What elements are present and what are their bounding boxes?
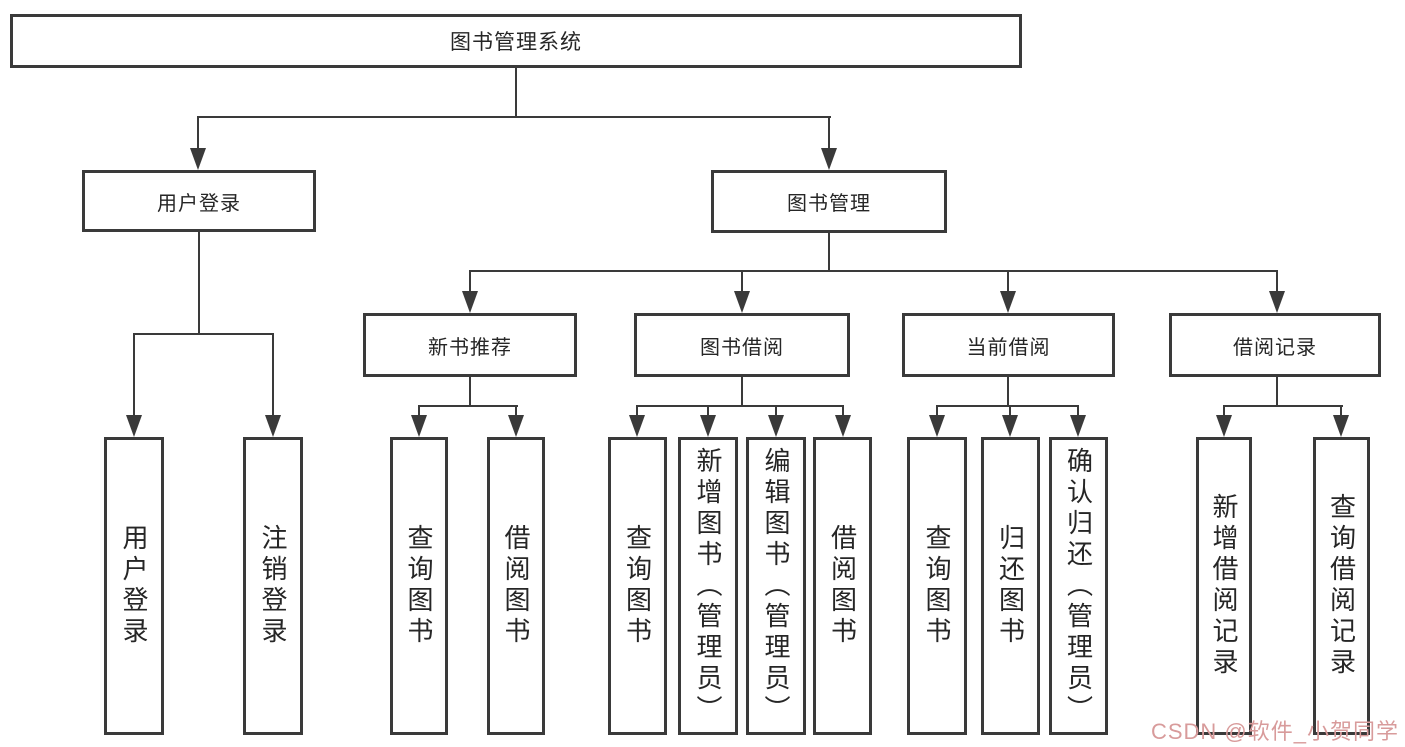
connector-line xyxy=(707,405,709,419)
leaf-box-borrow-books-recommend: 借阅图书 xyxy=(487,437,545,735)
leaf-box-query-books-borrowing: 查询图书 xyxy=(608,437,667,735)
connector-line xyxy=(197,116,831,118)
arrowhead-down-icon xyxy=(190,148,206,170)
leaf-box-add-books-admin: 新增图书（管理员） xyxy=(678,437,738,735)
leaf-box-query-borrow-record: 查询借阅记录 xyxy=(1313,437,1370,735)
connector-line xyxy=(272,333,274,419)
connector-line xyxy=(741,270,743,294)
arrowhead-down-icon xyxy=(265,415,281,437)
connector-line xyxy=(1276,377,1278,407)
arrowhead-down-icon xyxy=(1070,415,1086,437)
connector-line xyxy=(1276,270,1278,294)
arrowhead-down-icon xyxy=(768,415,784,437)
arrowhead-down-icon xyxy=(508,415,524,437)
connector-line xyxy=(1340,405,1342,419)
level3-box-book-borrowing: 图书借阅 xyxy=(634,313,850,377)
leaf-box-user-login: 用户登录 xyxy=(104,437,164,735)
arrowhead-down-icon xyxy=(1000,291,1016,313)
connector-line xyxy=(133,333,274,335)
connector-line xyxy=(1009,405,1011,419)
leaf-box-return-books: 归还图书 xyxy=(981,437,1040,735)
leaf-box-query-books-current: 查询图书 xyxy=(907,437,967,735)
connector-line xyxy=(1007,270,1009,294)
connector-line xyxy=(828,116,830,152)
connector-line xyxy=(1077,405,1079,419)
leaf-box-confirm-return-admin: 确认归还（管理员） xyxy=(1049,437,1108,735)
arrowhead-down-icon xyxy=(734,291,750,313)
connector-line xyxy=(1223,405,1225,419)
connector-line xyxy=(198,232,200,335)
connector-line xyxy=(515,68,517,118)
level3-box-borrowing-records: 借阅记录 xyxy=(1169,313,1381,377)
connector-line xyxy=(469,270,1278,272)
leaf-box-edit-books-admin: 编辑图书（管理员） xyxy=(746,437,806,735)
arrowhead-down-icon xyxy=(929,415,945,437)
connector-line xyxy=(1007,377,1009,407)
level2-box-book-management: 图书管理 xyxy=(711,170,947,233)
leaf-box-logout: 注销登录 xyxy=(243,437,303,735)
connector-line xyxy=(1223,405,1343,407)
arrowhead-down-icon xyxy=(700,415,716,437)
arrowhead-down-icon xyxy=(1002,415,1018,437)
leaf-box-add-borrow-record: 新增借阅记录 xyxy=(1196,437,1252,735)
leaf-box-borrow-books: 借阅图书 xyxy=(813,437,872,735)
connector-line xyxy=(469,270,471,294)
connector-line xyxy=(197,116,199,152)
connector-line xyxy=(936,405,938,419)
connector-line xyxy=(636,405,844,407)
level3-box-current-borrowing: 当前借阅 xyxy=(902,313,1115,377)
arrowhead-down-icon xyxy=(411,415,427,437)
level2-box-user-login: 用户登录 xyxy=(82,170,316,232)
connector-line xyxy=(636,405,638,419)
root-box-library-system: 图书管理系统 xyxy=(10,14,1022,68)
arrowhead-down-icon xyxy=(126,415,142,437)
arrowhead-down-icon xyxy=(462,291,478,313)
level3-box-new-book-recommendation: 新书推荐 xyxy=(363,313,577,377)
connector-line xyxy=(775,405,777,419)
connector-line xyxy=(828,233,830,272)
arrowhead-down-icon xyxy=(1333,415,1349,437)
connector-line xyxy=(842,405,844,419)
connector-line xyxy=(418,405,420,419)
arrowhead-down-icon xyxy=(835,415,851,437)
arrowhead-down-icon xyxy=(821,148,837,170)
csdn-watermark: CSDN @软件_小贺同学 xyxy=(1150,719,1399,744)
connector-line xyxy=(418,405,518,407)
connector-line xyxy=(469,377,471,407)
connector-line xyxy=(133,333,135,419)
connector-line xyxy=(936,405,1079,407)
arrowhead-down-icon xyxy=(629,415,645,437)
connector-line xyxy=(515,405,517,419)
leaf-box-query-books-recommend: 查询图书 xyxy=(390,437,448,735)
arrowhead-down-icon xyxy=(1269,291,1285,313)
connector-line xyxy=(741,377,743,407)
arrowhead-down-icon xyxy=(1216,415,1232,437)
